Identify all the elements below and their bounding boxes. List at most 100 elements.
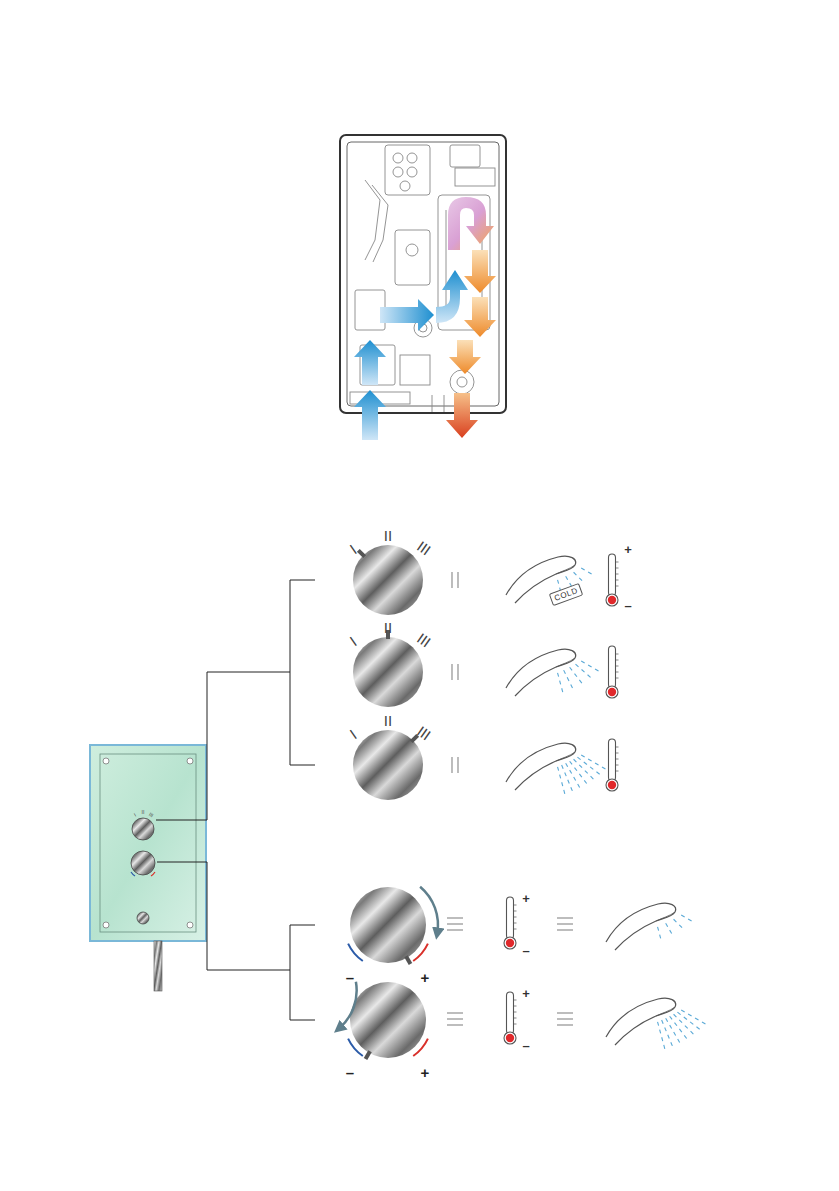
thermometers: [504, 554, 619, 1044]
sign-mark: –: [346, 1065, 354, 1080]
spray-dash: [668, 1035, 670, 1039]
spray-dash: [666, 1018, 668, 1021]
spray-dash: [575, 768, 577, 771]
spray-dash: [571, 684, 573, 688]
spray-dash: [658, 927, 659, 931]
spray-dash: [660, 935, 661, 939]
spray-dash: [664, 1045, 665, 1049]
spray-dash: [588, 665, 591, 667]
spray-dash: [581, 661, 584, 663]
spray-dash: [670, 1016, 672, 1019]
spray-dash: [579, 774, 581, 777]
shower-internals: [340, 135, 506, 440]
sign-mark: –: [346, 970, 354, 985]
shower-faceplate: [90, 745, 206, 991]
spray-dash: [665, 1027, 667, 1031]
setting-mark: III: [415, 538, 434, 557]
spray-dash: [562, 765, 564, 769]
spray-dash: [602, 767, 605, 769]
spray-dash: [558, 767, 559, 771]
sign-mark: +: [522, 987, 530, 1000]
spray-dash: [684, 1017, 687, 1019]
setting-mark: I: [347, 542, 359, 557]
spray-dash: [568, 780, 570, 784]
spray-dash: [662, 1037, 663, 1041]
spray-dash: [681, 1010, 684, 1012]
spray-dash: [578, 784, 580, 787]
sign-mark: –: [522, 944, 529, 957]
spray-dash: [588, 675, 591, 678]
spray-dash: [679, 1029, 681, 1032]
spray-dash: [690, 1022, 693, 1024]
spray-dash: [588, 759, 591, 761]
spray-dash: [674, 1014, 677, 1017]
bracket-lines: [156, 580, 315, 1020]
spray-dash: [685, 1026, 688, 1029]
tag-text: COLD: [553, 586, 579, 603]
spray-dash: [574, 572, 577, 575]
spray-dash: [702, 1022, 705, 1024]
spray-dash: [670, 1025, 672, 1028]
setting-mark: III: [415, 630, 434, 649]
spray-dash: [562, 782, 563, 786]
setting-mark: I: [347, 634, 359, 649]
sign-mark: +: [421, 1065, 430, 1080]
spray-dash: [681, 915, 684, 917]
equals-signs: [447, 572, 573, 1025]
spray-dash: [562, 688, 563, 692]
spray-dash: [666, 923, 668, 926]
spray-dash: [565, 772, 567, 776]
spray-dash: [574, 777, 576, 780]
spray-dash: [570, 770, 572, 773]
spray-dash: [570, 761, 572, 764]
cold-tag: COLD: [549, 582, 584, 605]
spray-dash: [566, 763, 568, 766]
setting-mark: II: [142, 810, 145, 815]
sign-mark: +: [522, 892, 530, 905]
spray-dash: [558, 580, 559, 584]
flow-knobs: [353, 545, 423, 800]
spray-dash: [588, 572, 591, 574]
spray-dash: [674, 919, 677, 922]
spray-dash: [679, 925, 682, 928]
sign-mark: +: [624, 543, 632, 556]
spray-dash: [691, 1031, 694, 1034]
sign-mark: –: [522, 1039, 529, 1052]
spray-dash: [662, 1020, 664, 1024]
setting-mark: II: [384, 620, 392, 635]
spray-dash: [584, 762, 587, 764]
spray-dash: [577, 757, 580, 759]
spray-dash: [595, 669, 598, 671]
spray-dash: [560, 775, 561, 779]
spray-dash: [582, 669, 585, 672]
spray-dash: [560, 681, 561, 685]
spray-dash: [679, 1020, 682, 1023]
spray-dash: [564, 790, 565, 794]
spray-dash: [696, 1027, 699, 1029]
spray-dash: [688, 1014, 691, 1016]
spray-dash: [660, 1030, 661, 1034]
spray-dash: [688, 919, 691, 921]
spray-dash: [695, 1018, 698, 1020]
spray-dash: [675, 1023, 677, 1026]
spray-dash: [581, 755, 584, 757]
spray-dash: [596, 772, 599, 774]
spray-dash: [677, 1012, 680, 1014]
spray-dash: [566, 576, 568, 579]
spray-dash: [579, 578, 582, 581]
spray-dash: [581, 568, 584, 570]
setting-mark: I: [347, 727, 359, 742]
sign-mark: –: [624, 599, 631, 612]
spray-dash: [574, 759, 577, 762]
spray-dash: [584, 780, 586, 783]
spray-dash: [571, 787, 573, 791]
spray-dash: [576, 664, 579, 667]
spray-dash: [567, 677, 569, 681]
spray-dash: [579, 680, 581, 683]
spray-dash: [570, 667, 572, 670]
spray-dash: [579, 765, 582, 768]
spray-dash: [684, 1035, 686, 1038]
spray-dash: [558, 673, 559, 677]
